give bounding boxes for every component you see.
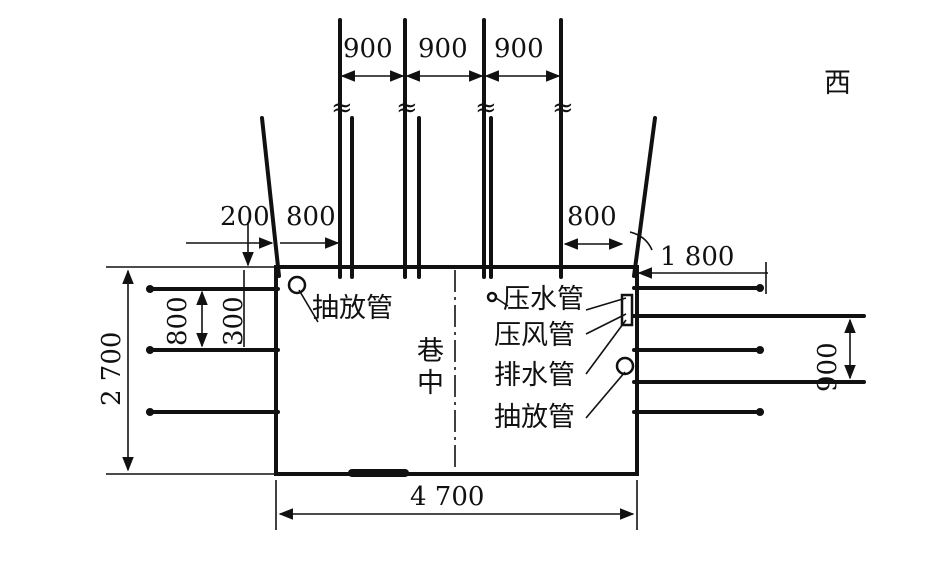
svg-text:≈: ≈ [475,93,497,123]
left-side-dimensions [106,266,276,475]
dim-left-offset: 200 [220,202,270,232]
dim-right-row-spacing: 900 [813,342,843,392]
roadway-outline [274,265,639,476]
dim-top-spacing-1: 900 [343,34,393,64]
bottom-dimension [275,480,638,530]
pipe-label-drainage: 排水管 [494,360,575,391]
center-label-bottom: 中 [417,368,444,399]
left-pipe-label: 抽放管 [312,293,393,324]
dim-right-spacing: 800 [567,202,617,232]
dim-left-height: 2 700 [97,332,127,406]
dim-top-spacing-3: 900 [494,34,544,64]
pressure-water-pipe [486,291,498,303]
left-drainage-pipe [287,275,307,295]
label-leaders [298,289,627,419]
left-wall-bolts [146,285,280,416]
pipe-label-gas-extraction: 抽放管 [494,402,575,433]
left-upper-dimensions [186,222,340,267]
dim-left-first-row: 300 [219,296,249,346]
roof-bolts: ≈ ≈ ≈ ≈ [260,18,657,279]
svg-text:≈: ≈ [552,93,574,123]
pipe-bracket [620,293,634,327]
center-label-top: 巷 [417,336,444,367]
dim-left-row-spacing: 800 [163,296,193,346]
svg-text:≈: ≈ [331,93,353,123]
pipe-label-pressure-air: 压风管 [494,320,575,351]
pipe-label-pressure-water: 压水管 [503,284,584,315]
direction-label: 西 [824,68,851,99]
right-upper-dimensions [563,231,768,294]
dim-left-spacing: 800 [286,202,336,232]
right-drainage-pipe [615,356,635,376]
dim-width: 4 700 [410,482,484,512]
right-wall-bolts [632,284,866,416]
dim-right-extent: 1 800 [660,242,734,272]
svg-text:≈: ≈ [396,93,418,123]
dim-top-spacing-2: 900 [418,34,468,64]
